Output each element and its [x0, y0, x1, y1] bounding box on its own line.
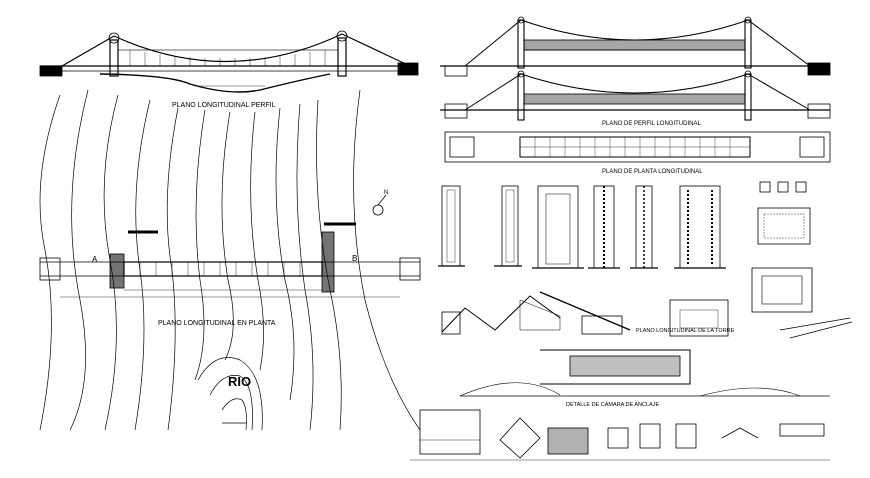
right-plan-title: PLANO DE PLANTA LONGITUDINAL: [602, 169, 703, 175]
right-bridge-plan: [444, 131, 831, 163]
left-bridge-plan: [39, 222, 421, 298]
tower-details: [438, 181, 813, 313]
north-label: N: [384, 190, 388, 196]
abutment-b-label: B: [352, 254, 357, 263]
north-arrow: [372, 194, 387, 216]
right-bridge-elevation-1: [440, 16, 831, 77]
right-profile-title: PLANO DE PERFIL LONGITUDINAL: [602, 121, 701, 127]
river-label: RIO: [228, 374, 251, 389]
abutment-a-label: A: [92, 255, 98, 264]
left-bridge-elevation: [39, 30, 419, 93]
left-profile-title: PLANO LONGITUDINAL PERFIL: [172, 102, 276, 109]
left-plan-title: PLANO LONGITUDINAL EN PLANTA: [158, 320, 276, 327]
right-bridge-elevation-2: [440, 70, 831, 121]
anchor-detail-title: DETALLE DE CAMARA DE ANCLAJE: [566, 402, 659, 408]
tower-detail-title: PLANO LONGITUDINAL DE LA TORRE: [636, 328, 735, 334]
anchorage-sections: [441, 291, 853, 397]
bottom-details: [410, 409, 830, 461]
